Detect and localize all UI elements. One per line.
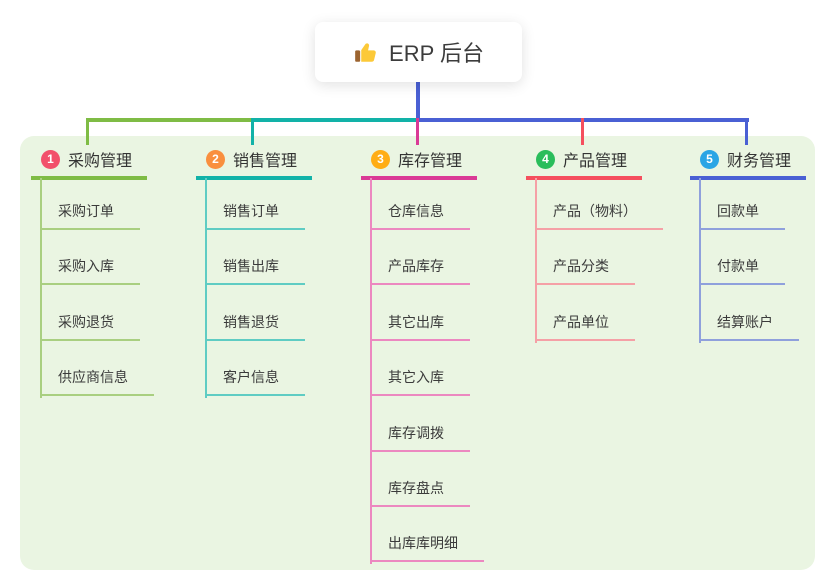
branch-underline-sales	[196, 176, 312, 180]
branch-rail-left	[86, 118, 251, 122]
branch-connector-drop-finance	[745, 118, 748, 145]
mindmap-child-node[interactable]: 供应商信息	[40, 368, 154, 397]
branch-children-trunk-finance	[699, 178, 701, 343]
mindmap-child-node[interactable]: 其它入库	[370, 368, 470, 397]
branch-badge-sales: 2	[206, 149, 225, 169]
branch-connector-drop-product	[581, 118, 584, 145]
mindmap-child-node[interactable]: 产品分类	[535, 257, 635, 286]
mindmap-child-node[interactable]: 采购订单	[40, 202, 140, 230]
branch-children-trunk-product	[535, 178, 537, 343]
mindmap-child-node[interactable]: 库存调拨	[370, 424, 470, 452]
branch-badge-purchase: 1	[41, 149, 60, 169]
branch-header-finance[interactable]: 5 财务管理	[700, 147, 791, 171]
mindmap-child-node[interactable]: 采购入库	[40, 257, 140, 286]
branch-children-trunk-inventory	[370, 178, 372, 565]
branch-header-product[interactable]: 4 产品管理	[536, 147, 627, 171]
branch-connector-drop-inventory	[416, 118, 419, 145]
branch-header-sales[interactable]: 2 销售管理	[206, 147, 297, 171]
mindmap-child-node[interactable]: 库存盘点	[370, 479, 470, 507]
branch-rail-mid	[251, 118, 418, 122]
branch-underline-finance	[690, 176, 806, 180]
mindmap-child-node[interactable]: 出库库明细	[370, 534, 484, 563]
mindmap-child-node[interactable]: 回款单	[699, 202, 785, 230]
branch-children-trunk-purchase	[40, 178, 42, 399]
mindmap-child-node[interactable]: 销售订单	[205, 202, 305, 230]
branch-connector-drop-purchase	[86, 118, 89, 145]
mindmap-child-node[interactable]: 采购退货	[40, 313, 140, 341]
branch-badge-product: 4	[536, 149, 555, 169]
mindmap-child-node[interactable]: 付款单	[699, 257, 785, 286]
mindmap-panel	[20, 136, 815, 570]
thumbs-up-icon	[353, 39, 379, 65]
mindmap-child-node[interactable]: 结算账户	[699, 313, 799, 341]
mindmap-child-node[interactable]: 销售退货	[205, 313, 305, 341]
branch-label: 财务管理	[727, 153, 792, 170]
mindmap-child-node[interactable]: 产品（物料）	[535, 202, 663, 230]
root-node[interactable]: ERP 后台	[315, 22, 522, 82]
branch-label: 产品管理	[563, 153, 628, 170]
branch-label: 采购管理	[68, 153, 133, 170]
mindmap-child-node[interactable]: 客户信息	[205, 368, 305, 397]
branch-children-trunk-sales	[205, 178, 207, 399]
branch-header-purchase[interactable]: 1 采购管理	[41, 147, 132, 171]
branch-connector-drop-sales	[251, 118, 254, 145]
branch-underline-product	[526, 176, 642, 180]
mindmap-child-node[interactable]: 销售出库	[205, 257, 305, 286]
mindmap-child-node[interactable]: 仓库信息	[370, 202, 470, 230]
mindmap-child-node[interactable]: 产品库存	[370, 257, 470, 286]
branch-underline-purchase	[31, 176, 147, 180]
root-node-label: ERP 后台	[389, 41, 484, 66]
branch-label: 销售管理	[233, 153, 298, 170]
root-connector-stem	[416, 82, 420, 122]
branch-header-inventory[interactable]: 3 库存管理	[371, 147, 462, 171]
mindmap-child-node[interactable]: 其它出库	[370, 313, 470, 341]
branch-label: 库存管理	[398, 153, 463, 170]
branch-badge-inventory: 3	[371, 149, 390, 169]
branch-underline-inventory	[361, 176, 477, 180]
branch-badge-finance: 5	[700, 149, 719, 169]
mindmap-child-node[interactable]: 产品单位	[535, 313, 635, 341]
